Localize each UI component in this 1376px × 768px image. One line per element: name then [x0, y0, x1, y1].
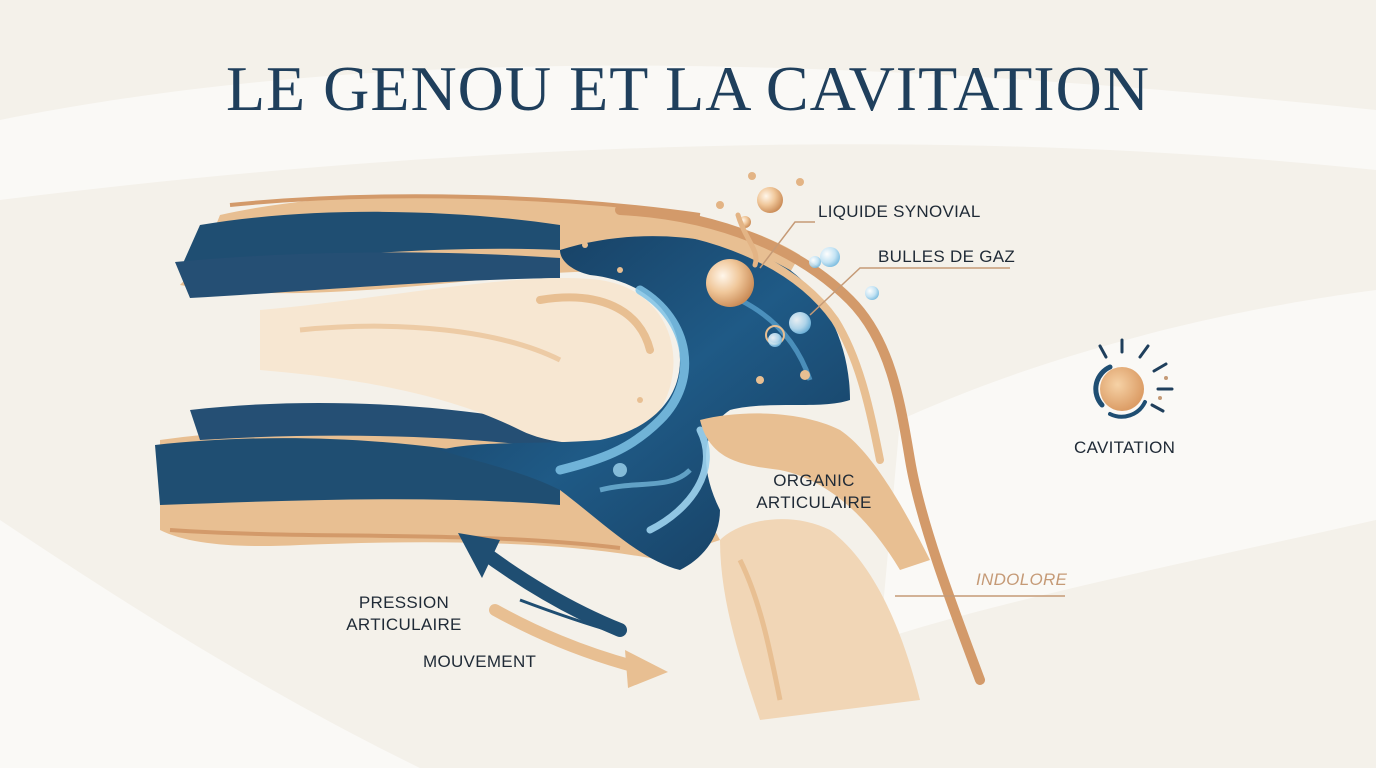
label-pression-line2: ARTICULAIRE: [346, 615, 462, 634]
gas-bubbles: [768, 247, 879, 347]
label-organic-articulaire: ORGANIC ARTICULAIRE: [746, 470, 882, 514]
cavitation-icon: [1093, 338, 1174, 419]
pression-arrow: [458, 533, 627, 637]
label-pression-line1: PRESSION: [358, 593, 450, 612]
label-pression-articulaire: PRESSION ARTICULAIRE: [336, 592, 472, 636]
tibia-bone: [700, 413, 930, 720]
label-mouvement: MOUVEMENT: [423, 652, 537, 671]
synovial-cavity: [440, 236, 850, 570]
page-title: LE GENOU ET LA CAVITATION: [225, 53, 1151, 124]
background-brush-strokes: [0, 65, 1376, 768]
mouvement-arrow: [489, 604, 668, 688]
label-liquide-synovial: LIQUIDE SYNOVIAL: [818, 202, 981, 221]
label-organic-line1: ORGANIC: [773, 471, 855, 490]
label-cavitation: CAVITATION: [1074, 438, 1176, 457]
femur-bone: [260, 277, 674, 444]
label-organic-line2: ARTICULAIRE: [756, 493, 872, 512]
label-bulles-de-gaz: BULLES DE GAZ: [878, 247, 1016, 266]
leader-lines: [759, 221, 1065, 597]
synovial-splash: [706, 172, 804, 307]
label-indolore: INDOLORE: [976, 570, 1068, 589]
